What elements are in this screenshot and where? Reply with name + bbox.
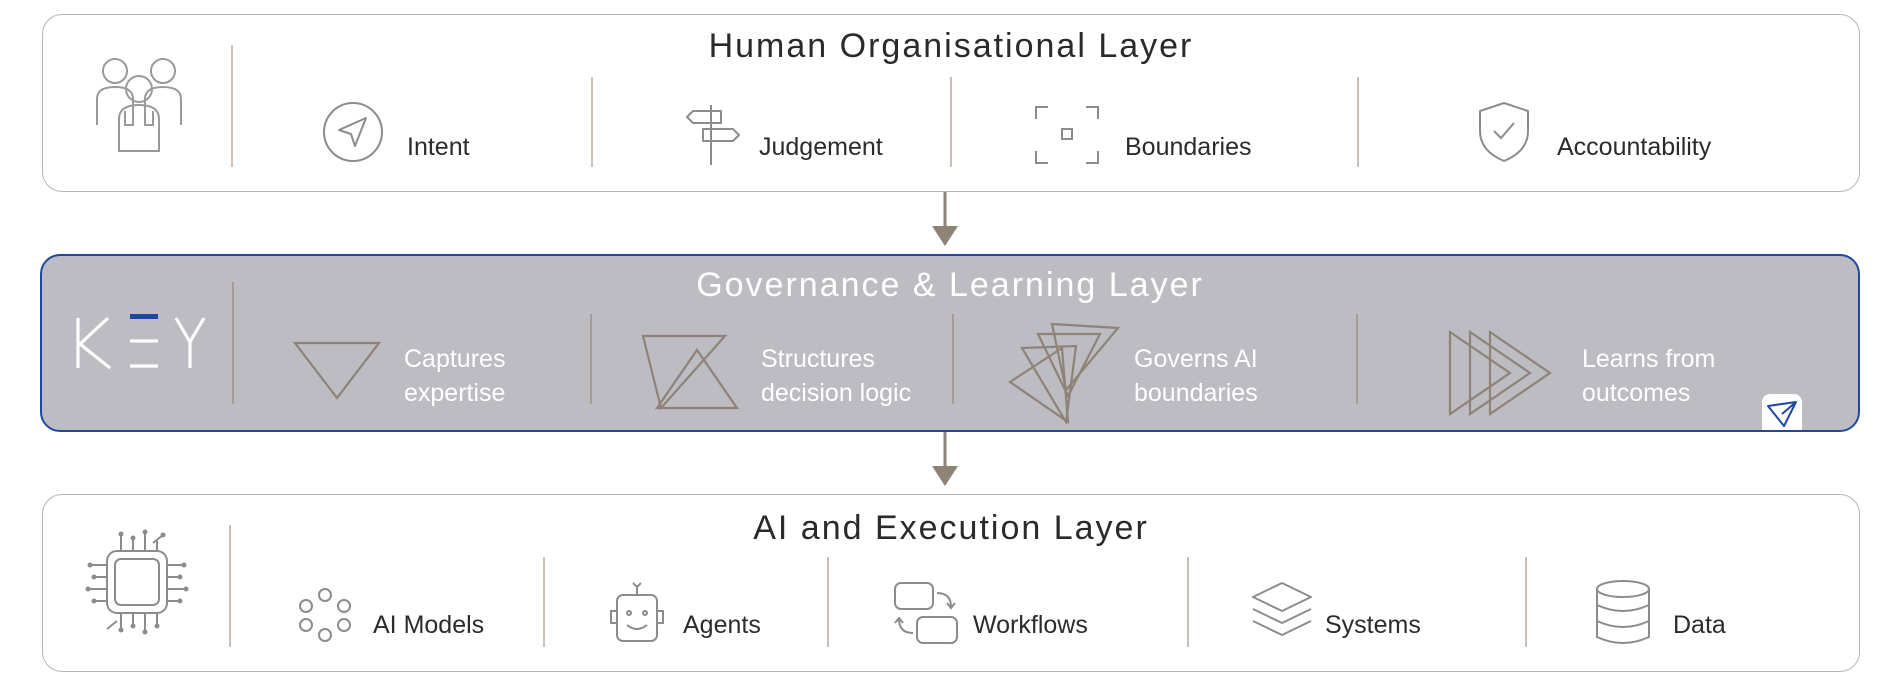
ai-layer-divider	[229, 525, 231, 647]
human-layer-title: Human Organisational Layer	[708, 27, 1194, 65]
navigation-arrow-icon	[323, 102, 383, 162]
human-layer-divider	[231, 45, 233, 167]
send-badge[interactable]	[1762, 394, 1802, 430]
governs-ai-boundaries-label: Governs AI boundaries	[1134, 345, 1258, 407]
governance-divider-3	[1356, 314, 1358, 404]
key-logo	[76, 314, 206, 370]
down-arrow-icon	[932, 432, 958, 486]
chip-circuit-icon	[85, 529, 189, 635]
intent-label: Intent	[407, 133, 470, 161]
overlapping-triangles-icon	[641, 334, 740, 411]
agents-label: Agents	[683, 611, 761, 639]
human-divider-1	[591, 77, 593, 167]
shield-check-icon	[1479, 102, 1529, 162]
ai-divider-2	[827, 557, 829, 647]
down-arrow-icon	[932, 192, 958, 246]
forward-triangles-icon	[1448, 329, 1552, 417]
learns-from-outcomes-label: Learns from outcomes	[1582, 345, 1716, 407]
governance-layer-title: Governance & Learning Layer	[696, 266, 1204, 304]
circles-cluster-icon	[299, 588, 351, 642]
people-group-icon	[96, 58, 182, 152]
governance-layer-divider	[232, 282, 234, 404]
signpost-icon	[686, 105, 740, 165]
ai-divider-1	[543, 557, 545, 647]
ai-execution-layer-panel: AI and Execution Layer AI Models	[42, 494, 1860, 672]
send-arrow-icon	[1767, 401, 1797, 427]
ai-divider-4	[1525, 557, 1527, 647]
ai-divider-3	[1187, 557, 1189, 647]
stacked-triangles-icon	[1008, 322, 1121, 424]
structures-decision-logic-label: Structures decision logic	[761, 345, 912, 407]
governance-learning-layer-panel: Governance & Learning Layer Captures exp…	[40, 254, 1860, 432]
human-organisational-layer-panel: Human Organisational Layer Intent Judgem…	[42, 14, 1860, 192]
boundaries-label: Boundaries	[1125, 133, 1252, 161]
human-divider-2	[950, 77, 952, 167]
ai-models-label: AI Models	[373, 611, 485, 639]
captures-expertise-label: Captures expertise	[404, 345, 506, 407]
robot-icon	[610, 582, 664, 642]
governance-divider-2	[952, 314, 954, 404]
database-icon	[1596, 580, 1650, 644]
systems-label: Systems	[1325, 611, 1421, 639]
ai-layer-title: AI and Execution Layer	[753, 509, 1149, 547]
stacked-layers-icon	[1252, 582, 1312, 636]
governance-divider-1	[590, 314, 592, 404]
focus-frame-icon	[1035, 106, 1099, 164]
accountability-label: Accountability	[1557, 133, 1712, 161]
human-divider-3	[1357, 77, 1359, 167]
workflow-icon	[894, 582, 958, 644]
workflows-label: Workflows	[973, 611, 1088, 639]
judgement-label: Judgement	[759, 133, 883, 161]
triangle-down-icon	[292, 341, 382, 400]
data-label: Data	[1673, 611, 1726, 639]
